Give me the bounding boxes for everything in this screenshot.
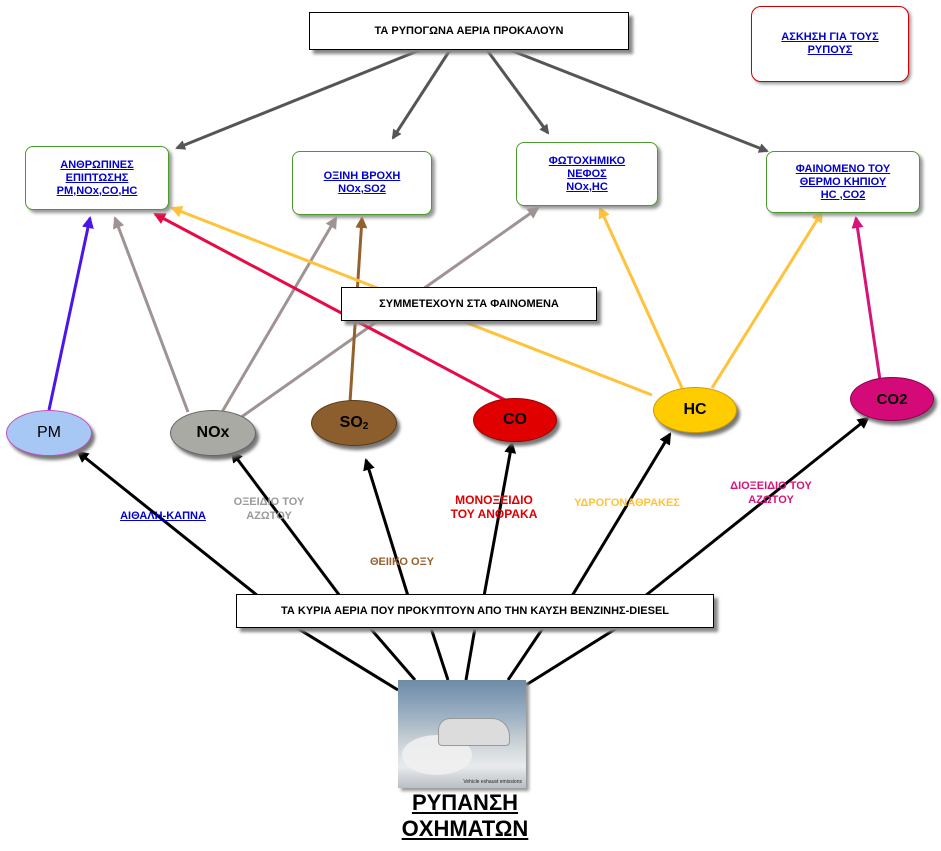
top-box: ΤΑ ΡΥΠΟΓΩΝΑ ΑΕΡΙΑ ΠΡΟΚΑΛΟΥΝ (309, 12, 629, 50)
effect-greenhouse-box[interactable]: ΦΑΙΝΟΜΕΝΟ ΤΟΥ ΘΕΡΜΟ ΚΗΠΙΟΥ HC ,CO2 (766, 151, 920, 213)
gas-pm: PM (6, 410, 92, 456)
effect-smog-line3[interactable]: NOx,HC (566, 180, 608, 193)
effect-human-box[interactable]: ΑΝΘΡΩΠΙΝΕΣ ΕΠΙΠΤΩΣΗΣ PM,NOx,CO,HC (25, 146, 169, 210)
effect-smog-line1[interactable]: ΦΩΤΟΧΗΜΙΚΟ (548, 154, 626, 167)
arrow-top-to-human (175, 48, 421, 150)
effect-acid-line1[interactable]: ΟΞΙΝΗ ΒΡΟΧΗ (323, 170, 401, 182)
line-photo-4 (464, 627, 477, 681)
label-pm-name-text[interactable]: ΑΙΘΑΛΗ-ΚΑΠΝΑ (120, 510, 206, 522)
arrow-top-to-greenhouse (509, 48, 769, 153)
label-hc-name-text: ΥΔΡΟΓΟΝΑΘΡΑΚΕΣ (574, 497, 680, 509)
label-co-name: ΜΟΝΟΞΕΙΔΙΟ ΤΟΥ ΑΝΘΡΑΚΑ (437, 493, 551, 521)
arrow-bottom-to-co (482, 441, 517, 597)
effect-human-line2[interactable]: ΕΠΙΠΤΩΣΗΣ (65, 171, 129, 184)
effect-acid-box[interactable]: ΟΞΙΝΗ ΒΡΟΧΗ NOx,SO2 (292, 151, 432, 215)
effect-acid-line2[interactable]: NOx,SO2 (338, 183, 386, 195)
bottom-box-label: ΤΑ ΚΥΡΙΑ ΑΕΡΙΑ ΠΟΥ ΠΡΟΚΥΠΤΟΥΝ ΑΠΟ ΤΗΝ ΚΑ… (280, 605, 670, 617)
label-hc-name: ΥΔΡΟΓΟΝΑΘΡΑΚΕΣ (562, 496, 692, 510)
gas-nox-label: NOx (196, 424, 230, 441)
arrow-bottom-to-co2 (644, 416, 870, 598)
page-title-line1: ΡΥΠΑΝΣΗ (411, 790, 519, 815)
arrow-co2-to-greenhouse (851, 216, 882, 381)
arrow-nox-to-human (112, 216, 190, 413)
arrow-bottom-to-hc (570, 432, 672, 597)
top-box-label: ΤΑ ΡΥΠΟΓΩΝΑ ΑΕΡΙΑ ΠΡΟΚΑΛΟΥΝ (374, 25, 564, 37)
label-so2-name: ΘΕΙΙΚΟ ΟΞΥ (352, 555, 452, 569)
page-title-line2: ΟΧΗΜΑΤΩΝ (401, 816, 529, 841)
label-co-name-line2: ΤΟΥ ΑΝΘΡΑΚΑ (450, 507, 538, 521)
page-title: ΡΥΠΑΝΣΗ ΟΧΗΜΑΤΩΝ (360, 790, 570, 842)
label-co2-name-line1: ΔΙΟΞΕΙΔΙΟ ΤΟΥ (730, 480, 812, 492)
gas-so2-label: SO (339, 414, 363, 431)
exercise-link[interactable]: ΑΣΚΗΣΗ ΓΙΑ ΤΟΥΣ ΡΥΠΟΥΣ (751, 6, 909, 82)
label-nox-name: ΟΞΕΙΔΙΟ ΤΟΥ ΑΖΩΤΟΥ (224, 495, 314, 523)
gas-nox: NOx (170, 410, 256, 456)
arrow-bottom-to-nox (230, 450, 342, 597)
gas-co2-label: CO2 (876, 390, 908, 408)
exercise-link-line1[interactable]: ΑΣΚΗΣΗ ΓΙΑ ΤΟΥΣ (781, 31, 879, 43)
effect-smog-box[interactable]: ΦΩΤΟΧΗΜΙΚΟ ΝΕΦΟΣ NOx,HC (516, 142, 658, 206)
label-co2-name-line2: ΑΖΩΤΟΥ (748, 494, 794, 506)
gas-pm-label: PM (37, 424, 61, 441)
effect-smog-line2[interactable]: ΝΕΦΟΣ (567, 167, 607, 180)
effect-greenhouse-line3[interactable]: HC ,CO2 (820, 188, 866, 201)
label-so2-name-text: ΘΕΙΙΚΟ ΟΞΥ (369, 556, 435, 568)
arrow-hc-to-greenhouse (710, 210, 824, 389)
arrow-hc-to-smog (598, 206, 684, 389)
label-co2-name: ΔΙΟΞΕΙΔΙΟ ΤΟΥ ΑΖΩΤΟΥ (716, 479, 826, 507)
arrow-nox-to-acid (220, 216, 338, 413)
bottom-box: ΤΑ ΚΥΡΙΑ ΑΕΡΙΑ ΠΟΥ ΠΡΟΚΥΠΤΟΥΝ ΑΠΟ ΤΗΝ ΚΑ… (236, 594, 714, 628)
arrow-top-to-acid (391, 49, 452, 140)
vehicle-exhaust-photo: Vehicle exhaust emissions (398, 680, 526, 788)
gas-hc: HC (653, 387, 737, 433)
arrow-top-to-smog (485, 49, 550, 135)
label-pm-name[interactable]: ΑΙΘΑΛΗ-ΚΑΠΝΑ (108, 509, 218, 523)
exercise-link-line2[interactable]: ΡΥΠΟΥΣ (807, 44, 853, 56)
car-shape (438, 718, 510, 746)
line-photo-3 (429, 627, 450, 681)
line-photo-5 (506, 627, 545, 681)
photo-caption: Vehicle exhaust emissions (463, 779, 522, 785)
effect-greenhouse-line2[interactable]: ΘΕΡΜΟ ΚΗΠΙΟΥ (799, 175, 887, 188)
middle-box: ΣΥΜΜΕΤΕΧΟΥΝ ΣΤΑ ΦΑΙΝΟΜΕΝΑ (341, 287, 597, 321)
line-photo-6 (525, 626, 618, 687)
label-nox-name-line1: ΟΞΕΙΔΙΟ ΤΟΥ (233, 496, 305, 508)
line-photo-1 (296, 626, 399, 692)
label-nox-name-line2: ΑΖΩΤΟΥ (246, 510, 292, 522)
middle-box-label: ΣΥΜΜΕΤΕΧΟΥΝ ΣΤΑ ΦΑΙΝΟΜΕΝΑ (379, 298, 559, 310)
gas-co-label: CO (503, 411, 527, 428)
effect-human-line1[interactable]: ΑΝΘΡΩΠΙΝΕΣ (60, 158, 134, 171)
arrow-bottom-to-pm (76, 450, 259, 598)
gas-co2: CO2 (850, 377, 934, 421)
gas-hc-label: HC (683, 401, 707, 418)
label-co-name-line1: ΜΟΝΟΞΕΙΔΙΟ (455, 493, 533, 507)
arrow-bottom-to-so2 (363, 458, 410, 597)
gas-so2-subscript: 2 (362, 420, 369, 432)
arrow-pm-to-human (47, 216, 94, 411)
arrow-co-to-human (153, 212, 506, 402)
effect-human-line3[interactable]: PM,NOx,CO,HC (56, 184, 138, 197)
effect-greenhouse-line1[interactable]: ΦΑΙΝΟΜΕΝΟ ΤΟΥ (795, 162, 891, 175)
gas-co: CO (473, 398, 557, 442)
line-photo-2 (368, 627, 417, 681)
